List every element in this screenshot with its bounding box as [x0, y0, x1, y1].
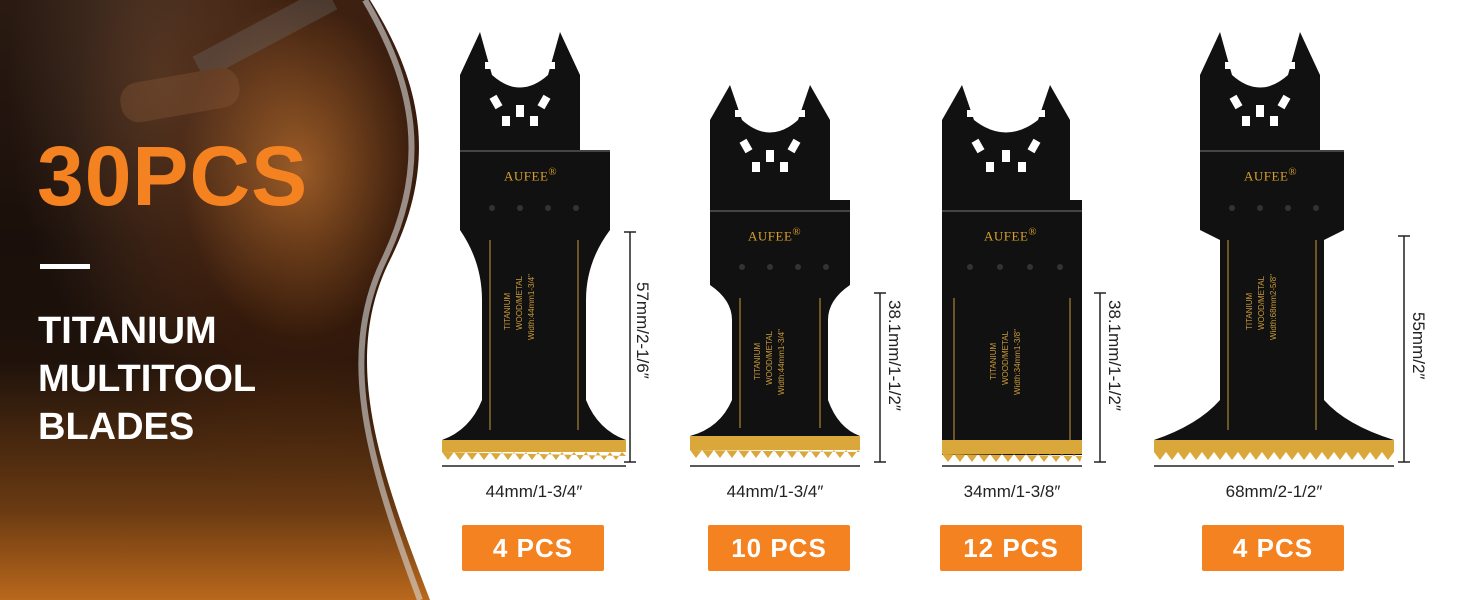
- svg-text:Width:44mm1-3/4": Width:44mm1-3/4": [527, 274, 536, 340]
- blade-product-1: TITANIUM WOOD/METAL Width:44mm1-3/4" AUF…: [430, 0, 690, 600]
- blade-4-height-label: 55mm/2″: [1409, 312, 1428, 380]
- svg-text:TITANIUM: TITANIUM: [753, 342, 762, 380]
- svg-text:TITANIUM: TITANIUM: [1245, 292, 1254, 330]
- blade-1-width-label: 44mm/1-3/4″: [485, 482, 583, 501]
- blade-2-brand: AUFEE®: [748, 226, 802, 244]
- blade-product-2: TITANIUM WOOD/METAL Width:44mm1-3/4" AUF…: [680, 0, 940, 600]
- svg-text:TITANIUM: TITANIUM: [989, 342, 998, 380]
- hero-quantity-title: 30PCS: [37, 129, 309, 223]
- blade-1-quantity-badge: 4 PCS: [462, 525, 604, 571]
- blade-3-illustration: TITANIUM WOOD/METAL Width:34mm1-3/8": [942, 85, 1106, 467]
- hero-panel: 30PCS TITANIUM MULTITOOL BLADES: [0, 0, 430, 600]
- hero-subtitle-line-1: TITANIUM: [38, 310, 217, 352]
- svg-text:WOOD/METAL: WOOD/METAL: [1257, 275, 1266, 330]
- hero-curve-divider: [120, 0, 430, 600]
- hero-divider: [40, 264, 90, 269]
- svg-text:WOOD/METAL: WOOD/METAL: [765, 330, 774, 385]
- svg-text:Width:34mm1-3/8": Width:34mm1-3/8": [1013, 329, 1022, 395]
- blade-2-illustration: TITANIUM WOOD/METAL Width:44mm1-3/4": [690, 85, 886, 467]
- hero-subtitle-line-2: MULTITOOL: [38, 358, 257, 400]
- blade-2-width-label: 44mm/1-3/4″: [726, 482, 824, 501]
- blade-1-height-label: 57mm/2-1/6″: [633, 282, 652, 379]
- svg-text:Width:44mm1-3/4": Width:44mm1-3/4": [777, 329, 786, 395]
- blade-3-height-label: 38.1mm/1-1/2″: [1105, 300, 1124, 411]
- hero-subtitle-line-3: BLADES: [38, 406, 195, 448]
- blade-2-height-label: 38.1mm/1-1/2″: [885, 300, 904, 411]
- blade-4-quantity-badge: 4 PCS: [1202, 525, 1344, 571]
- blade-3-quantity-badge: 12 PCS: [940, 525, 1082, 571]
- blade-1-illustration: TITANIUM WOOD/METAL Width:44mm1-3/4": [442, 32, 636, 467]
- blade-product-4: TITANIUM WOOD/METAL Width:68mm2-5/8" AUF…: [1148, 0, 1448, 600]
- blade-1-brand: AUFEE®: [504, 166, 558, 184]
- svg-text:WOOD/METAL: WOOD/METAL: [515, 275, 524, 330]
- svg-text:TITANIUM: TITANIUM: [503, 292, 512, 330]
- blade-4-width-label: 68mm/2-1/2″: [1225, 482, 1323, 501]
- blade-4-illustration: TITANIUM WOOD/METAL Width:68mm2-5/8": [1154, 32, 1410, 467]
- blade-3-brand: AUFEE®: [984, 226, 1038, 244]
- hero-subtitle: TITANIUM MULTITOOL BLADES: [38, 307, 338, 451]
- blade-4-brand: AUFEE®: [1244, 166, 1298, 184]
- blade-3-width-label: 34mm/1-3/8″: [963, 482, 1061, 501]
- svg-text:Width:68mm2-5/8": Width:68mm2-5/8": [1269, 274, 1278, 340]
- blade-product-3: TITANIUM WOOD/METAL Width:34mm1-3/8" AUF…: [930, 0, 1190, 600]
- svg-text:WOOD/METAL: WOOD/METAL: [1001, 330, 1010, 385]
- blade-2-quantity-badge: 10 PCS: [708, 525, 850, 571]
